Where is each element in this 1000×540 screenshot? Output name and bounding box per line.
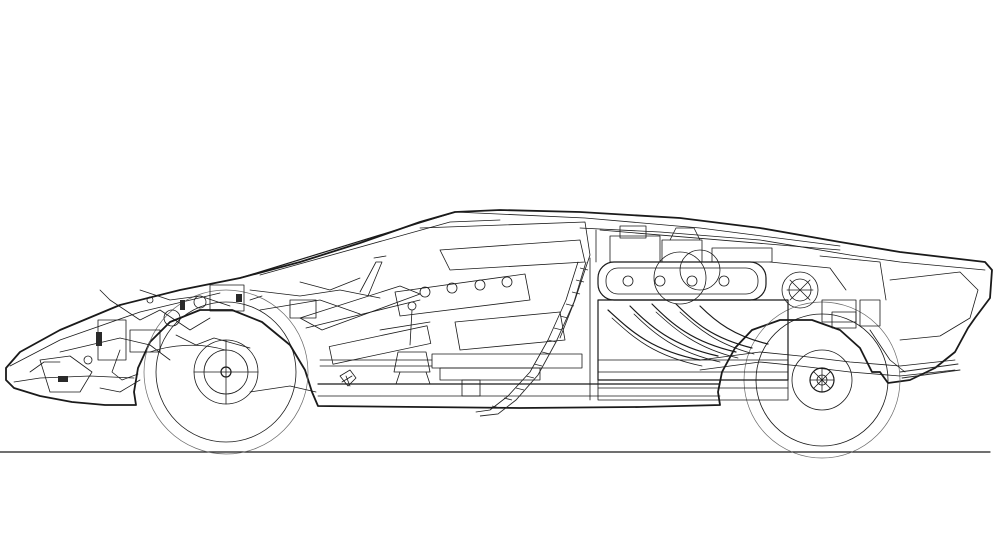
cockpit-panel	[379, 239, 586, 351]
exhaust-pipe	[699, 351, 961, 379]
intake-port-1	[419, 286, 431, 298]
nose-lower	[13, 375, 135, 383]
detail-marks	[29, 289, 353, 387]
engine-intake	[609, 225, 773, 263]
intake-port-3	[474, 279, 486, 291]
rear-accessories	[769, 259, 906, 373]
header-1	[607, 309, 701, 361]
engine-cam-cover	[597, 249, 767, 305]
windscreen-inner	[259, 219, 501, 276]
central-tunnel	[319, 353, 583, 397]
engine-block	[597, 299, 789, 401]
door-line	[419, 221, 591, 339]
body-silhouette	[5, 209, 993, 409]
header-3	[651, 303, 737, 353]
roof-rail	[454, 211, 841, 247]
front-suspension	[39, 277, 381, 393]
intake-port-2	[446, 282, 458, 294]
windscreen-line	[239, 211, 456, 279]
engine-bay-frame	[589, 229, 861, 401]
front-wheel	[143, 289, 309, 455]
front-suspension-dense	[58, 294, 242, 382]
header-5	[699, 305, 769, 345]
header-2	[629, 305, 719, 357]
gear-lever	[393, 301, 431, 385]
steering-column	[299, 255, 432, 365]
seat-divider	[475, 261, 589, 417]
rear-deck-line	[579, 227, 986, 271]
header-4	[675, 303, 753, 349]
body-outline	[5, 209, 993, 409]
tail-panel	[889, 271, 979, 341]
exhaust-headers	[607, 303, 769, 367]
nose-line	[9, 292, 221, 367]
intake-port-4	[501, 276, 513, 288]
